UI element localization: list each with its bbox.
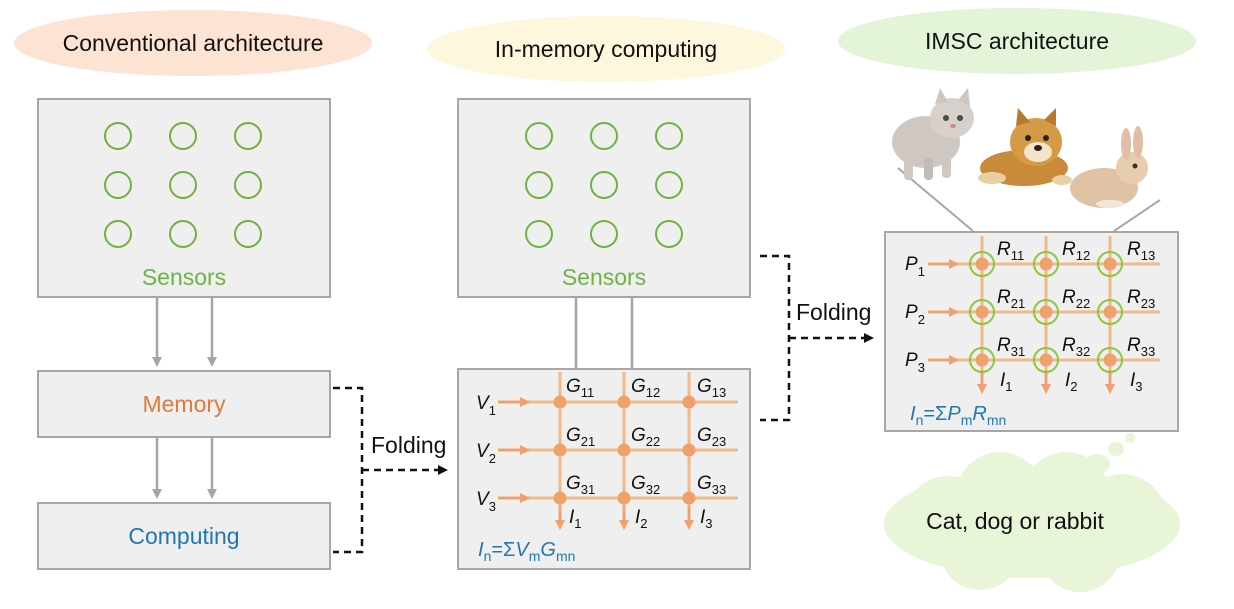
weight-label: G32 bbox=[631, 473, 660, 497]
output-label-i3: I3 bbox=[700, 507, 713, 531]
crossbar-node bbox=[617, 443, 631, 457]
input-label-p3: P3 bbox=[905, 350, 925, 375]
imsc-node bbox=[1097, 299, 1123, 325]
sensor-circle bbox=[104, 122, 132, 150]
weight-label: R33 bbox=[1127, 335, 1155, 359]
sensor-circle bbox=[590, 171, 618, 199]
imsc-node bbox=[1033, 299, 1059, 325]
imsc-node bbox=[1097, 347, 1123, 373]
sensor-circle bbox=[169, 220, 197, 248]
sensor-circle bbox=[104, 220, 132, 248]
weight-label: R31 bbox=[997, 335, 1025, 359]
sensor-circle bbox=[525, 220, 553, 248]
cat-image bbox=[892, 88, 974, 180]
folding-arrow-2 bbox=[760, 254, 874, 422]
computing-box bbox=[37, 502, 331, 570]
weight-label: R13 bbox=[1127, 239, 1155, 263]
imsc-node bbox=[1097, 251, 1123, 277]
weight-label: R22 bbox=[1062, 287, 1090, 311]
sensor-circle bbox=[655, 220, 683, 248]
memory-box bbox=[37, 370, 331, 438]
weight-label: R32 bbox=[1062, 335, 1090, 359]
weight-label: R12 bbox=[1062, 239, 1090, 263]
output-label-i3: I3 bbox=[1130, 370, 1143, 394]
rabbit-image bbox=[1070, 126, 1148, 208]
input-label-v2: V2 bbox=[476, 441, 496, 466]
input-label-v3: V3 bbox=[476, 489, 496, 514]
sensor-circle bbox=[655, 122, 683, 150]
weight-label: G23 bbox=[697, 425, 726, 449]
memory-label: Memory bbox=[142, 391, 226, 417]
weight-label: G11 bbox=[566, 376, 594, 400]
weight-label: G12 bbox=[631, 376, 660, 400]
computing-label: Computing bbox=[128, 523, 239, 549]
sensor-circle bbox=[104, 171, 132, 199]
output-label-i1: I1 bbox=[1000, 370, 1013, 394]
imsc-node bbox=[969, 299, 995, 325]
crossbar-node bbox=[553, 491, 567, 505]
sensor-circle bbox=[525, 122, 553, 150]
title-conventional: Conventional architecture bbox=[14, 10, 372, 76]
in-memory-equation: In=ΣVmGmn bbox=[478, 539, 575, 564]
result-text: Cat, dog or rabbit bbox=[926, 508, 1104, 534]
output-label-i1: I1 bbox=[569, 507, 582, 531]
crossbar-node bbox=[617, 491, 631, 505]
sensor-circle bbox=[525, 171, 553, 199]
folding-arrow-1 bbox=[333, 386, 448, 554]
weight-label: R11 bbox=[997, 239, 1024, 263]
crossbar-node bbox=[682, 443, 696, 457]
sensors-label-conventional: Sensors bbox=[142, 264, 226, 290]
sensor-circle bbox=[234, 171, 262, 199]
folding-label-2: Folding bbox=[796, 299, 871, 325]
weight-label: G22 bbox=[631, 425, 660, 449]
weight-label: G13 bbox=[697, 376, 726, 400]
imsc-node bbox=[1033, 347, 1059, 373]
imsc-node bbox=[969, 347, 995, 373]
title-imsc-text: IMSC architecture bbox=[924, 27, 1110, 54]
sensor-circle bbox=[234, 122, 262, 150]
imsc-node bbox=[1033, 251, 1059, 277]
weight-label: G21 bbox=[566, 425, 595, 449]
sensor-circle bbox=[590, 220, 618, 248]
dog-image bbox=[978, 108, 1072, 186]
imsc-equation: In=ΣPmRmn bbox=[910, 403, 1006, 428]
title-in-memory-text: In-memory computing bbox=[494, 35, 718, 62]
sensor-circle bbox=[169, 171, 197, 199]
title-in-memory: In-memory computing bbox=[427, 16, 785, 82]
input-label-p1: P1 bbox=[905, 254, 925, 279]
sensor-circle bbox=[234, 220, 262, 248]
sensor-circle bbox=[655, 171, 683, 199]
imsc-crossbar: P1 P2 P3 R11 R12 R13 R21 R22 R23 R31 R32… bbox=[905, 236, 1160, 428]
sensor-grid-conventional bbox=[104, 122, 262, 248]
output-label-i2: I2 bbox=[1065, 370, 1078, 394]
weight-label: R21 bbox=[997, 287, 1025, 311]
sensor-circle bbox=[169, 122, 197, 150]
sensor-grid-in-memory bbox=[525, 122, 683, 248]
crossbar-node bbox=[617, 395, 631, 409]
sensors-label-in-memory: Sensors bbox=[562, 264, 646, 290]
gray-arrows bbox=[152, 298, 634, 499]
folding-label-1: Folding bbox=[371, 432, 446, 458]
output-label-i2: I2 bbox=[635, 507, 648, 531]
crossbar-node bbox=[553, 395, 567, 409]
imsc-node bbox=[969, 251, 995, 277]
weight-label: R23 bbox=[1127, 287, 1155, 311]
title-conventional-text: Conventional architecture bbox=[62, 29, 324, 56]
crossbar-node bbox=[553, 443, 567, 457]
crossbar-node bbox=[682, 491, 696, 505]
weight-label: G31 bbox=[566, 473, 595, 497]
input-label-p2: P2 bbox=[905, 302, 925, 327]
weight-label: G33 bbox=[697, 473, 726, 497]
input-label-v1: V1 bbox=[476, 393, 496, 418]
in-memory-crossbar: V1 V2 V3 G11 G12 G13 G21 G22 G23 G31 G32… bbox=[476, 372, 738, 564]
sensor-circle bbox=[590, 122, 618, 150]
crossbar-node bbox=[682, 395, 696, 409]
title-imsc: IMSC architecture bbox=[838, 8, 1196, 74]
result-cloud bbox=[884, 433, 1180, 592]
